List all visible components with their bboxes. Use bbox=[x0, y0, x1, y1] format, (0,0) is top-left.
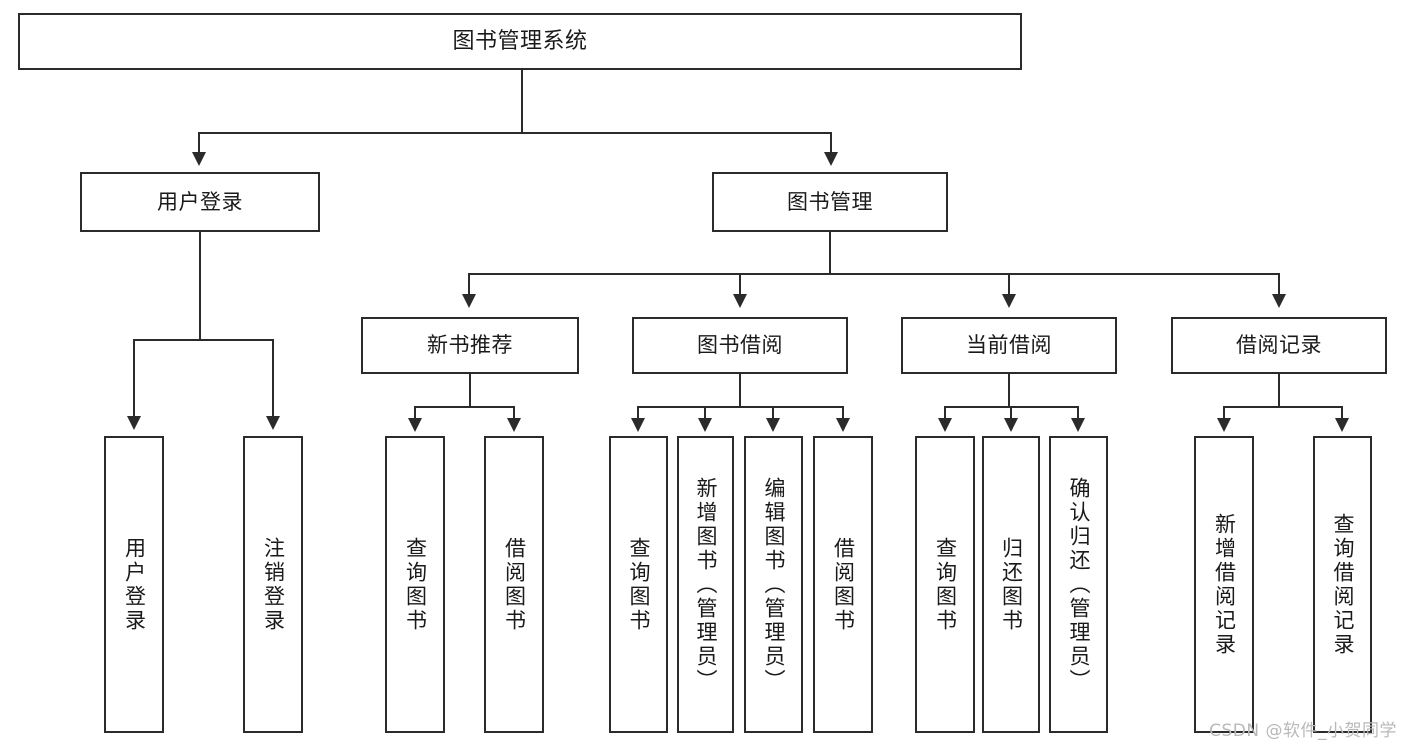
edge-new-book-stem bbox=[469, 374, 471, 407]
arrowhead-leaf-add-book bbox=[698, 418, 712, 432]
node-leaf-confirm-return-label: 确认归还（管理员） bbox=[1067, 476, 1092, 693]
node-leaf-borrow-book-2[interactable]: 借阅图书 bbox=[813, 436, 873, 733]
node-leaf-query-book-3-label: 查询图书 bbox=[933, 536, 958, 633]
arrowhead-new-book-recommend bbox=[462, 294, 476, 308]
edge-nb-to-borrow bbox=[513, 406, 515, 420]
arrowhead-book-manage bbox=[824, 152, 838, 166]
node-new-book-recommend-label: 新书推荐 bbox=[427, 333, 513, 358]
arrowhead-leaf-query-book-3 bbox=[938, 418, 952, 432]
arrowhead-user-login bbox=[192, 152, 206, 166]
node-leaf-user-login-label: 用户登录 bbox=[122, 536, 147, 633]
arrowhead-leaf-borrow-book-2 bbox=[836, 418, 850, 432]
node-leaf-query-book-1-label: 查询图书 bbox=[403, 536, 428, 633]
edge-user-login-bus bbox=[133, 339, 273, 341]
edge-user-login-to-leaf1 bbox=[133, 339, 135, 419]
node-book-manage[interactable]: 图书管理 bbox=[712, 172, 948, 232]
edge-bm-to-book-borrow bbox=[739, 273, 741, 297]
arrowhead-leaf-add-record bbox=[1217, 418, 1231, 432]
node-leaf-edit-book-label: 编辑图书（管理员） bbox=[762, 476, 787, 693]
edge-user-login-to-leaf2 bbox=[272, 339, 274, 419]
node-root-label: 图书管理系统 bbox=[452, 28, 588, 54]
edge-book-borrow-bus bbox=[637, 406, 843, 408]
edge-book-manage-stem bbox=[829, 232, 831, 274]
node-leaf-borrow-book-1-label: 借阅图书 bbox=[502, 536, 527, 633]
edge-bb-to-add bbox=[704, 406, 706, 420]
node-user-login-label: 用户登录 bbox=[157, 189, 243, 214]
node-book-borrow[interactable]: 图书借阅 bbox=[632, 317, 848, 374]
watermark: CSDN @软件_小贺同学 bbox=[1209, 721, 1397, 741]
node-leaf-borrow-book-2-label: 借阅图书 bbox=[831, 536, 856, 633]
edge-book-manage-bus bbox=[468, 273, 1280, 275]
edge-current-borrow-stem bbox=[1008, 374, 1010, 407]
node-leaf-add-book-label: 新增图书（管理员） bbox=[694, 476, 719, 693]
edge-bm-to-current-borrow bbox=[1008, 273, 1010, 297]
node-leaf-add-record-label: 新增借阅记录 bbox=[1212, 512, 1237, 657]
node-new-book-recommend[interactable]: 新书推荐 bbox=[361, 317, 579, 374]
edge-new-book-bus bbox=[414, 406, 515, 408]
node-leaf-return-book-label: 归还图书 bbox=[999, 536, 1024, 633]
edge-br-to-query bbox=[1341, 406, 1343, 420]
arrowhead-leaf-return-book bbox=[1004, 418, 1018, 432]
node-leaf-query-record[interactable]: 查询借阅记录 bbox=[1313, 436, 1372, 733]
node-book-manage-label: 图书管理 bbox=[787, 189, 873, 214]
edge-book-borrow-stem bbox=[739, 374, 741, 407]
arrowhead-leaf-confirm-return bbox=[1071, 418, 1085, 432]
node-current-borrow[interactable]: 当前借阅 bbox=[901, 317, 1117, 374]
node-borrow-record-label: 借阅记录 bbox=[1236, 333, 1322, 358]
node-user-login[interactable]: 用户登录 bbox=[80, 172, 320, 232]
node-leaf-confirm-return[interactable]: 确认归还（管理员） bbox=[1049, 436, 1108, 733]
arrowhead-leaf-query-book-2 bbox=[631, 418, 645, 432]
node-book-borrow-label: 图书借阅 bbox=[697, 333, 783, 358]
node-leaf-add-book[interactable]: 新增图书（管理员） bbox=[677, 436, 734, 733]
edge-user-login-stem bbox=[199, 232, 201, 340]
node-leaf-user-login[interactable]: 用户登录 bbox=[104, 436, 164, 733]
node-leaf-query-book-2-label: 查询图书 bbox=[627, 536, 652, 633]
edge-root-to-book-manage bbox=[830, 132, 832, 156]
arrowhead-leaf-user-login bbox=[127, 416, 141, 430]
arrowhead-book-borrow bbox=[733, 294, 747, 308]
node-current-borrow-label: 当前借阅 bbox=[966, 333, 1052, 358]
edge-root-bus bbox=[198, 132, 832, 134]
edge-bb-to-borrow bbox=[842, 406, 844, 420]
edge-borrow-record-stem bbox=[1278, 374, 1280, 407]
edge-cb-to-return bbox=[1010, 406, 1012, 420]
node-leaf-query-book-1[interactable]: 查询图书 bbox=[385, 436, 445, 733]
node-borrow-record[interactable]: 借阅记录 bbox=[1171, 317, 1387, 374]
node-leaf-user-logout[interactable]: 注销登录 bbox=[243, 436, 303, 733]
edge-bm-to-new-book bbox=[468, 273, 470, 297]
node-leaf-query-record-label: 查询借阅记录 bbox=[1331, 512, 1356, 657]
edge-bb-to-edit bbox=[772, 406, 774, 420]
edge-bm-to-borrow-record bbox=[1278, 273, 1280, 297]
node-leaf-user-logout-label: 注销登录 bbox=[261, 536, 286, 633]
arrowhead-leaf-query-record bbox=[1335, 418, 1349, 432]
edge-borrow-record-bus bbox=[1223, 406, 1343, 408]
edge-cb-to-query bbox=[944, 406, 946, 420]
node-leaf-edit-book[interactable]: 编辑图书（管理员） bbox=[744, 436, 803, 733]
arrowhead-leaf-borrow-book-1 bbox=[507, 418, 521, 432]
node-leaf-query-book-3[interactable]: 查询图书 bbox=[915, 436, 975, 733]
arrowhead-leaf-user-logout bbox=[266, 416, 280, 430]
arrowhead-leaf-edit-book bbox=[766, 418, 780, 432]
edge-cb-to-confirm bbox=[1077, 406, 1079, 420]
edge-bb-to-query bbox=[637, 406, 639, 420]
arrowhead-current-borrow bbox=[1002, 294, 1016, 308]
arrowhead-borrow-record bbox=[1272, 294, 1286, 308]
edge-root-to-user-login bbox=[198, 132, 200, 156]
edge-root-stem bbox=[521, 70, 523, 133]
arrowhead-leaf-query-book-1 bbox=[408, 418, 422, 432]
edge-nb-to-query bbox=[414, 406, 416, 420]
node-root[interactable]: 图书管理系统 bbox=[18, 13, 1022, 70]
node-leaf-add-record[interactable]: 新增借阅记录 bbox=[1194, 436, 1254, 733]
node-leaf-query-book-2[interactable]: 查询图书 bbox=[609, 436, 668, 733]
edge-br-to-add bbox=[1223, 406, 1225, 420]
node-leaf-return-book[interactable]: 归还图书 bbox=[982, 436, 1040, 733]
node-leaf-borrow-book-1[interactable]: 借阅图书 bbox=[484, 436, 544, 733]
